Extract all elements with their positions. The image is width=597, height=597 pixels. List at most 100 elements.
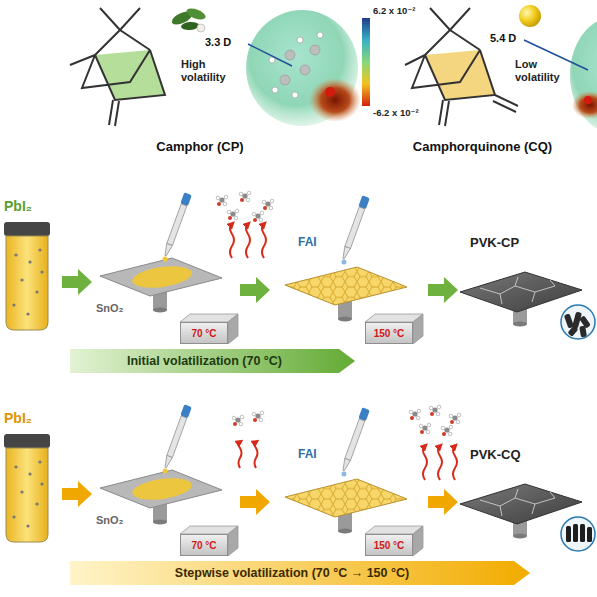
process-row [180, 526, 238, 556]
process-row [342, 472, 347, 477]
temperature-label: 150 °C [374, 328, 405, 339]
process-row [564, 311, 591, 337]
camphorquinone-structure [405, 8, 518, 126]
process-row [252, 411, 264, 422]
hot-plate: 150 °C [365, 322, 413, 344]
leaf-icon [170, 6, 207, 32]
substrate-label: SnO₂ [96, 302, 124, 315]
process-row [216, 195, 228, 206]
process-row [4, 434, 50, 542]
esp-map [572, 91, 597, 119]
process-row [453, 446, 457, 480]
process-row [239, 442, 242, 468]
scale-max: 6.2 x 10⁻² [373, 6, 416, 17]
temperature-label: 70 °C [191, 540, 216, 551]
process-row [579, 326, 587, 338]
process-row [262, 199, 274, 210]
process-row [232, 415, 244, 426]
process-row [240, 277, 270, 303]
camphor-structure [70, 8, 165, 126]
esp-map [246, 10, 361, 126]
process-row [240, 489, 270, 515]
esp-map [317, 32, 323, 38]
esp-map [297, 37, 303, 43]
camphorquinone-structure [425, 50, 495, 100]
process-row [561, 517, 595, 551]
camphorquinone-structure [493, 95, 518, 112]
process-row [230, 224, 266, 258]
process-row [252, 211, 264, 222]
process-row [573, 524, 578, 542]
process-row [285, 479, 407, 534]
reagent-label: FAI [298, 448, 317, 462]
process-row [428, 277, 458, 303]
band-arrow-shape [70, 349, 355, 373]
process-row [163, 257, 168, 262]
process-row [449, 413, 461, 424]
process-row [587, 527, 592, 542]
process-band: Initial volatilization (70 °C) [70, 349, 355, 373]
film-label: PVK-CQ [470, 448, 521, 463]
esp-map [269, 32, 323, 98]
process-row [342, 260, 347, 265]
esp-map [269, 57, 275, 63]
leaf-icon [197, 24, 205, 32]
process-row [255, 442, 258, 468]
process-band: Stepwise volatilization (70 °C → 150 °C) [70, 561, 530, 585]
temperature-label: 150 °C [374, 540, 405, 551]
process-row [62, 481, 92, 507]
process-row [561, 305, 595, 339]
process-row [4, 191, 595, 344]
process-row [162, 404, 192, 469]
precursor-label: PbI₂ [4, 410, 32, 426]
process-row [566, 524, 592, 542]
band-label: Stepwise volatilization (70 °C → 150 °C) [175, 566, 409, 580]
esp-map [300, 65, 310, 75]
process-row [340, 407, 370, 472]
esp-map [285, 50, 295, 60]
process-row [4, 404, 595, 556]
process-row [365, 526, 423, 556]
film-label: PVK-CP [470, 236, 519, 251]
process-row [239, 191, 251, 202]
hot-plate: 70 °C [180, 322, 228, 344]
process-row [4, 222, 50, 330]
reagent-label: FAI [298, 236, 317, 250]
process-row [230, 224, 234, 258]
band-arrow-shape [70, 561, 530, 585]
process-row [62, 269, 92, 295]
process-row [340, 195, 370, 260]
esp-map [570, 17, 597, 133]
temperature-label: 70 °C [191, 328, 216, 339]
esp-map [272, 87, 278, 93]
molecule-name: Camphor (CP) [130, 140, 270, 155]
process-row [423, 446, 457, 480]
molecule-name: Camphorquinone (CQ) [395, 140, 570, 155]
process-row [239, 442, 258, 468]
esp-map [280, 75, 290, 85]
process-row [163, 469, 168, 474]
substrate-label: SnO₂ [96, 514, 124, 527]
powder-icon [519, 5, 541, 27]
leaf-icon [181, 21, 200, 31]
band-label: Initial volatilization (70 °C) [127, 354, 282, 368]
hot-plate: 70 °C [180, 534, 228, 556]
process-row [162, 192, 192, 257]
camphor-structure [95, 50, 165, 100]
process-row [441, 425, 453, 436]
process-row [580, 524, 585, 542]
process-row [285, 267, 407, 322]
camphorquinone-structure [405, 8, 495, 100]
camphorquinone-structure [439, 100, 449, 126]
process-row [365, 314, 423, 344]
process-row [423, 446, 427, 480]
esp-map [584, 96, 592, 104]
process-row [246, 224, 250, 258]
process-row [419, 423, 431, 434]
process-row [438, 446, 442, 480]
precursor-label: PbI₂ [4, 198, 32, 214]
hot-plate: 150 °C [365, 534, 413, 556]
process-row [180, 314, 238, 344]
